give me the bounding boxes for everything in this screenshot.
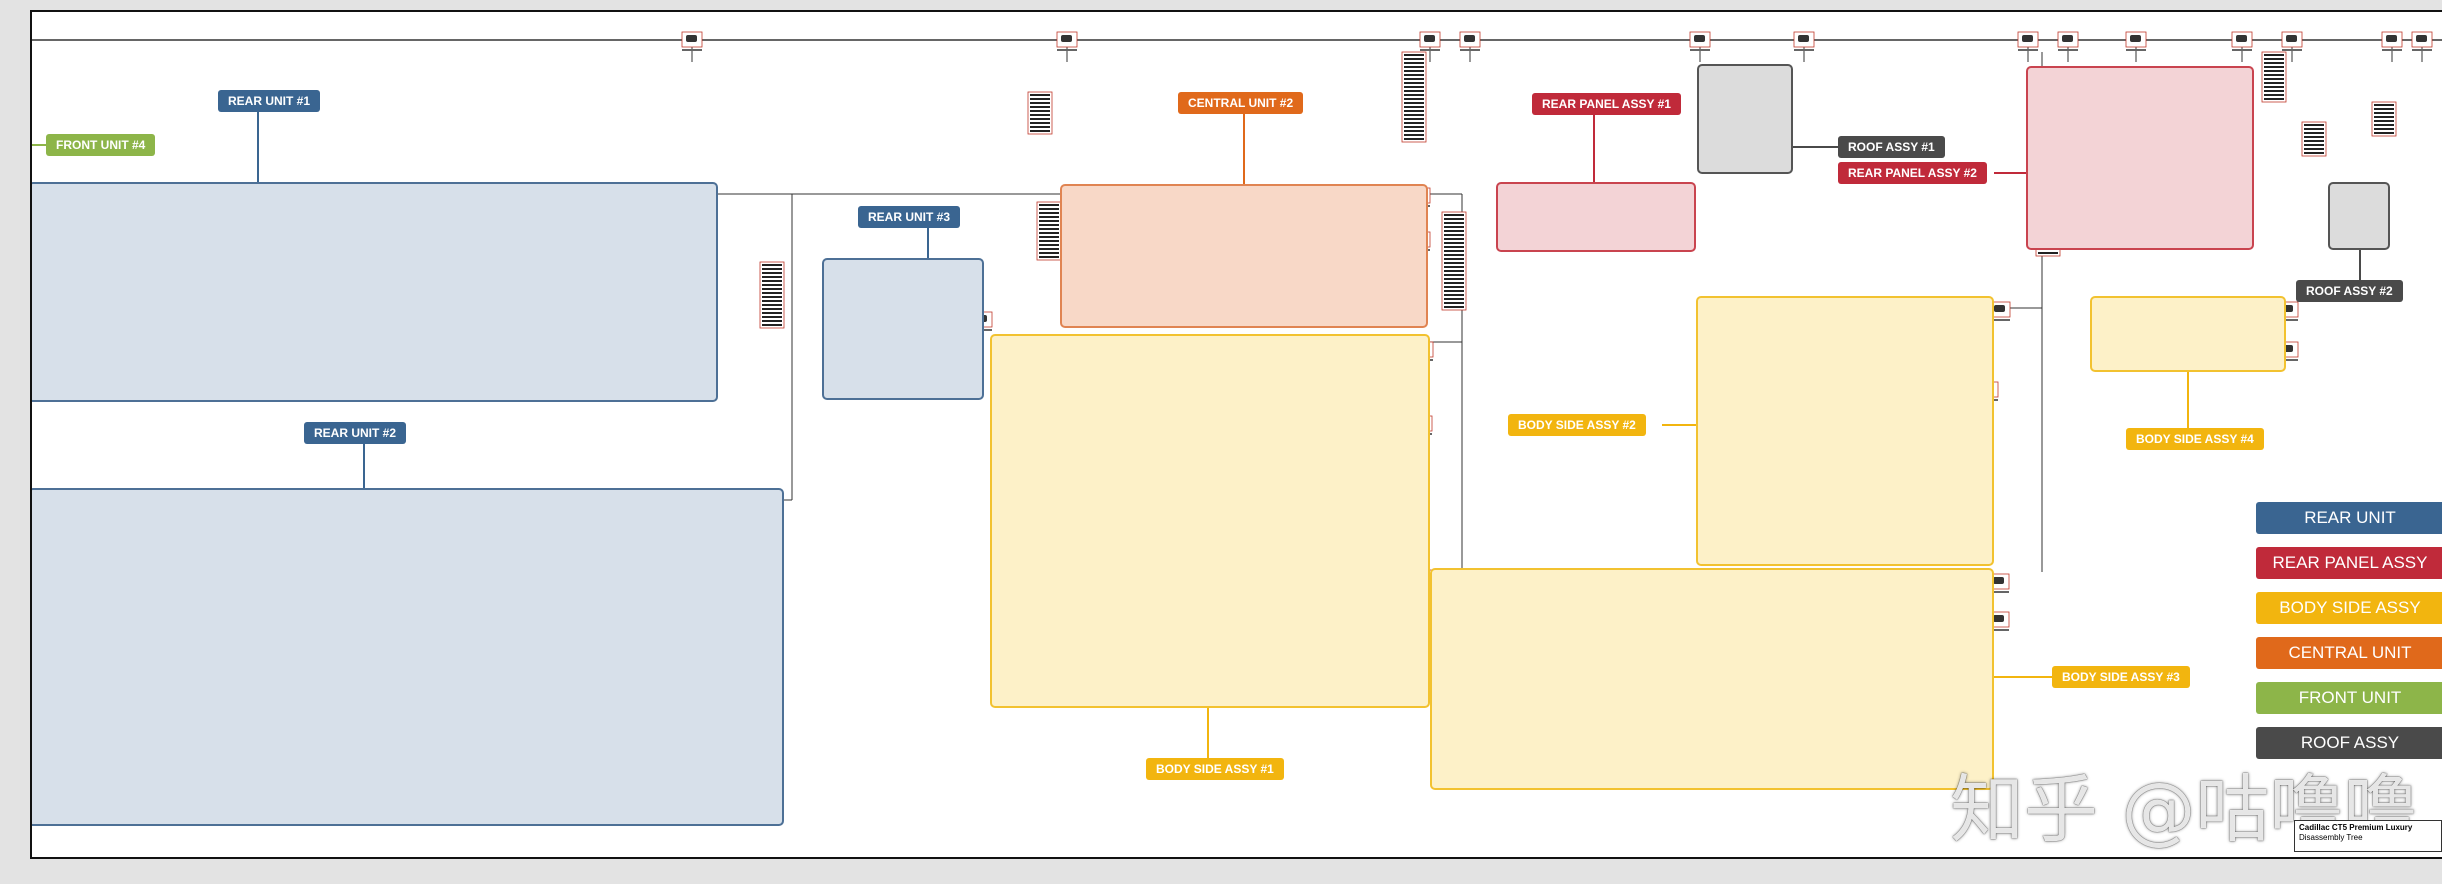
part-thumbnail [2411,31,2433,51]
legend-rear-unit: REAR UNIT [2256,502,2442,534]
part-thumbnail [1689,31,1711,51]
rear-unit-2-region [32,488,784,826]
part-thumbnail [1988,611,2010,631]
part-list [2261,51,2287,103]
title-block: Cadillac CT5 Premium Luxury Disassembly … [2294,820,2442,852]
rear-unit-3-region [822,258,984,400]
legend-body-side-assy: BODY SIDE ASSY [2256,592,2442,624]
tag-rear-panel-assy-1: REAR PANEL ASSY #1 [1532,93,1681,115]
rear-panel-assy-2-region [2026,66,2254,250]
rear-panel-assy-1-region [1496,182,1696,252]
part-thumbnail [1988,573,2010,593]
part-list [759,261,785,329]
central-unit-2-region [1060,184,1428,328]
part-thumbnail [2125,31,2147,51]
tag-rear-panel-assy-2: REAR PANEL ASSY #2 [1838,162,1987,184]
part-thumbnail [1459,31,1481,51]
body-side-assy-2-region [1696,296,1994,566]
part-list [1441,211,1467,311]
part-thumbnail [2281,31,2303,51]
part-thumbnail [2381,31,2403,51]
tag-body-side-assy-2: BODY SIDE ASSY #2 [1508,414,1646,436]
tag-body-side-assy-4: BODY SIDE ASSY #4 [2126,428,2264,450]
title-block-model: Cadillac CT5 Premium Luxury [2299,823,2413,832]
part-list [2371,101,2397,137]
tag-rear-unit-1: REAR UNIT #1 [218,90,321,112]
body-side-assy-3-region [1430,568,1994,790]
title-block-title: Disassembly Tree [2299,833,2363,842]
part-thumbnail [2017,31,2039,51]
part-thumbnail [1419,31,1441,51]
part-thumbnail [1793,31,1815,51]
tag-rear-unit-2: REAR UNIT #2 [304,422,407,444]
disassembly-tree-sheet: REAR UNIT #1 FRONT UNIT #4 REAR UNIT #2 … [30,10,2442,859]
part-thumbnail [1056,31,1078,51]
part-thumbnail [681,31,703,51]
part-list [2301,121,2327,157]
legend-rear-panel-assy: REAR PANEL ASSY [2256,547,2442,579]
part-thumbnail [2231,31,2253,51]
part-list [1401,51,1427,143]
tag-roof-assy-1: ROOF ASSY #1 [1838,136,1945,158]
body-side-assy-1-region [990,334,1430,708]
legend-central-unit: CENTRAL UNIT [2256,637,2442,669]
tag-roof-assy-2: ROOF ASSY #2 [2296,280,2403,302]
body-side-assy-4-region [2090,296,2286,372]
tag-front-unit-4: FRONT UNIT #4 [46,134,156,156]
legend-front-unit: FRONT UNIT [2256,682,2442,714]
roof-assy-2-region [2328,182,2390,250]
part-thumbnail [2057,31,2079,51]
rear-unit-1-region [32,182,718,402]
part-list [1036,201,1062,261]
tag-body-side-assy-3: BODY SIDE ASSY #3 [2052,666,2190,688]
legend-roof-assy: ROOF ASSY [2256,727,2442,759]
tag-central-unit-2: CENTRAL UNIT #2 [1178,92,1304,114]
roof-assy-1-region [1697,64,1793,174]
tag-rear-unit-3: REAR UNIT #3 [858,206,961,228]
tag-body-side-assy-1: BODY SIDE ASSY #1 [1146,758,1284,780]
part-list [1027,91,1053,135]
